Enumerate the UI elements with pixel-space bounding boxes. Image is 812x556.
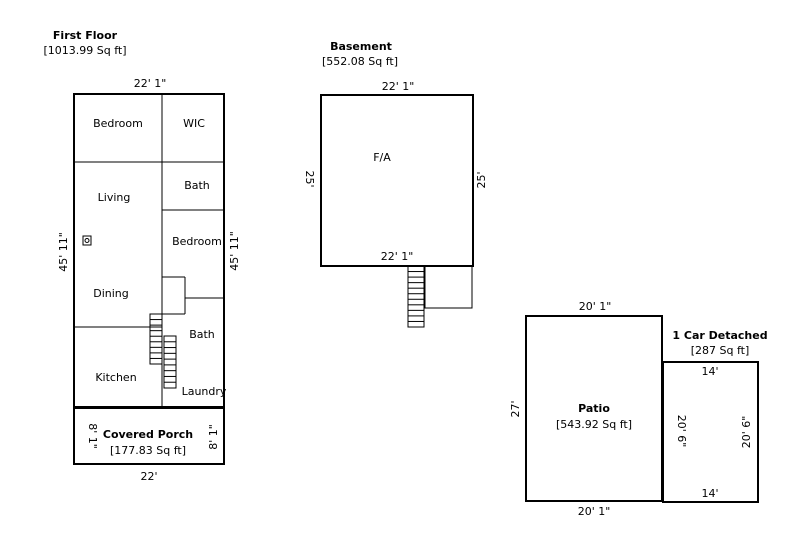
patio-plan: 20' 1" Patio [543.92 Sq ft] 27' 20' 1" bbox=[509, 300, 663, 518]
patio-dim-bottom: 20' 1" bbox=[578, 505, 611, 518]
basement-dim-right: 25' bbox=[475, 171, 488, 188]
room-living: Living bbox=[98, 191, 131, 204]
garage-dim-bottom: 14' bbox=[701, 487, 718, 500]
basement-dim-inner-bottom: 22' 1" bbox=[381, 250, 414, 263]
stair-outline bbox=[149, 313, 163, 365]
basement-stairs bbox=[407, 265, 425, 328]
garage-area: [287 Sq ft] bbox=[691, 344, 750, 357]
room-bath-2: Bath bbox=[189, 328, 215, 341]
room-fa: F/A bbox=[373, 151, 391, 164]
basement-dim-top: 22' 1" bbox=[382, 80, 415, 93]
first-floor-dim-top: 22' 1" bbox=[134, 77, 167, 90]
room-wic: WIC bbox=[183, 117, 205, 130]
garage-dim-right: 20' 6" bbox=[740, 416, 753, 449]
porch-dim-bottom: 22' bbox=[140, 470, 157, 483]
porch-area: [177.83 Sq ft] bbox=[110, 444, 186, 457]
room-bath-1: Bath bbox=[184, 179, 210, 192]
patio-area: [543.92 Sq ft] bbox=[556, 418, 632, 431]
basement-stair-landing bbox=[424, 265, 473, 309]
room-laundry: Laundry bbox=[182, 385, 227, 398]
first-floor-stairs-upper bbox=[149, 313, 163, 365]
first-floor-title: First Floor bbox=[53, 29, 118, 42]
first-floor-stairs-lower bbox=[163, 335, 177, 389]
first-floor-outline bbox=[73, 93, 225, 408]
basement-dim-left: 25' bbox=[303, 170, 316, 187]
stove-icon-burner bbox=[84, 238, 90, 243]
garage-title: 1 Car Detached bbox=[672, 329, 767, 342]
porch-dim-left: 8' 1" bbox=[86, 423, 99, 449]
room-kitchen: Kitchen bbox=[95, 371, 136, 384]
room-bedroom-1: Bedroom bbox=[93, 117, 143, 130]
patio-title: Patio bbox=[578, 402, 610, 415]
basement-plan: Basement [552.08 Sq ft] 22' 1" F/A 25' 2… bbox=[303, 40, 488, 328]
porch-outline bbox=[73, 407, 225, 465]
stove-icon bbox=[82, 235, 92, 246]
first-floor-plan: First Floor [1013.99 Sq ft] 22' 1" 45' 1… bbox=[43, 29, 241, 408]
porch-title: Covered Porch bbox=[103, 428, 193, 441]
patio-dim-left: 27' bbox=[509, 400, 522, 417]
basement-outline bbox=[320, 94, 474, 267]
garage-plan: 1 Car Detached [287 Sq ft] 14' 20' 6" 20… bbox=[662, 329, 768, 503]
first-floor-dim-right: 45' 11" bbox=[228, 231, 241, 271]
patio-dim-top: 20' 1" bbox=[579, 300, 612, 313]
garage-dim-left: 20' 6" bbox=[675, 415, 688, 448]
covered-porch: Covered Porch [177.83 Sq ft] 8' 1" 8' 1"… bbox=[73, 407, 225, 483]
basement-area: [552.08 Sq ft] bbox=[322, 55, 398, 68]
basement-title: Basement bbox=[330, 40, 392, 53]
garage-outline bbox=[662, 361, 759, 503]
garage-dim-top: 14' bbox=[701, 365, 718, 378]
room-dining: Dining bbox=[93, 287, 129, 300]
first-floor-area: [1013.99 Sq ft] bbox=[43, 44, 126, 57]
porch-dim-right: 8' 1" bbox=[207, 424, 220, 450]
first-floor-dim-left: 45' 11" bbox=[57, 232, 70, 272]
room-bedroom-2: Bedroom bbox=[172, 235, 222, 248]
stair-outline bbox=[163, 335, 177, 389]
stair-outline bbox=[407, 265, 425, 328]
